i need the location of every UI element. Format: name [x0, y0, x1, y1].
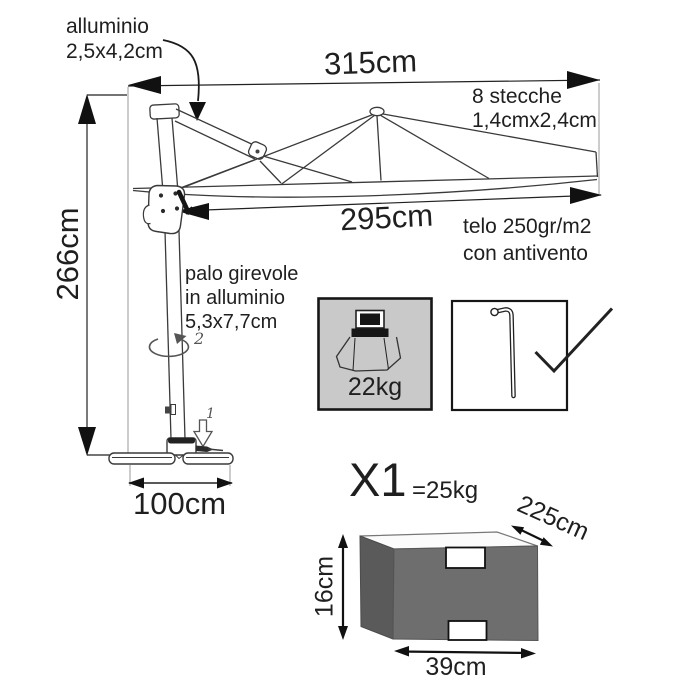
base-plate-left	[108, 452, 176, 465]
package-width-label: 39cm	[425, 653, 487, 681]
weight-box	[317, 297, 433, 411]
step-down-arrow-icon	[192, 419, 214, 448]
pole-cap	[149, 103, 180, 120]
height-label: 266cm	[50, 207, 85, 301]
base-plate-right	[182, 452, 234, 465]
canopy-width-dimension	[177, 187, 602, 220]
arrow-down-icon	[189, 102, 206, 121]
finial	[369, 106, 385, 117]
allen-key-icon	[490, 307, 516, 399]
height-dimension	[78, 94, 133, 456]
base-weight-icon	[335, 309, 402, 372]
package-side-face	[359, 535, 395, 640]
package-label	[445, 546, 486, 569]
arrow-down-icon	[78, 427, 96, 456]
pole	[156, 117, 186, 440]
arrow-left-icon	[128, 76, 161, 94]
package-dimension-arrows	[338, 525, 553, 659]
umbrella-drawing	[108, 103, 599, 465]
tilt-lever	[176, 189, 191, 215]
arrow-right-icon	[217, 477, 233, 489]
rotation-arrow-icon	[148, 333, 190, 358]
arrow-up-icon	[78, 94, 96, 124]
arrow-left-icon	[177, 203, 209, 220]
pole-clip	[165, 406, 171, 414]
base-width-dimension	[128, 477, 233, 489]
arrow-right-icon	[567, 71, 600, 89]
package-weight-label: =25kg	[412, 477, 479, 504]
extension-lines	[127, 83, 600, 486]
hinge-bracket	[142, 184, 193, 235]
arrow-right-icon	[570, 187, 602, 204]
package-front-face	[392, 545, 539, 642]
canopy-width-label: 295cm	[339, 197, 434, 238]
package-label	[447, 620, 488, 641]
checkmark-icon	[534, 307, 614, 374]
base-stand	[108, 404, 234, 465]
arrow-left-icon	[128, 477, 144, 489]
fabric-label: telo 250gr/m2 con antivento	[463, 215, 592, 265]
cantilever-arm	[174, 108, 353, 188]
foot-pedal	[195, 445, 214, 452]
pole-label: palo girevole in alluminio 5,3x7,7cm	[185, 263, 299, 333]
top-width-dimension	[127, 71, 601, 94]
base-weight-label: 22kg	[347, 373, 403, 401]
step-1-label: 1	[206, 406, 215, 422]
total-width-label: 315cm	[323, 43, 418, 82]
base-width-label: 100cm	[133, 486, 227, 521]
allen-key-box	[450, 299, 614, 412]
canopy	[132, 106, 599, 198]
arm-material-label: alluminio 2,5x4,2cm	[66, 15, 163, 63]
step-2-label: 2	[194, 329, 205, 348]
package-height-label: 16cm	[310, 555, 339, 618]
callout-arrow	[162, 39, 206, 121]
package-box-drawing	[359, 531, 539, 642]
package-count-label: X1	[349, 453, 407, 506]
ribs-label: 8 stecche 1,4cmx2,4cm	[472, 85, 597, 132]
